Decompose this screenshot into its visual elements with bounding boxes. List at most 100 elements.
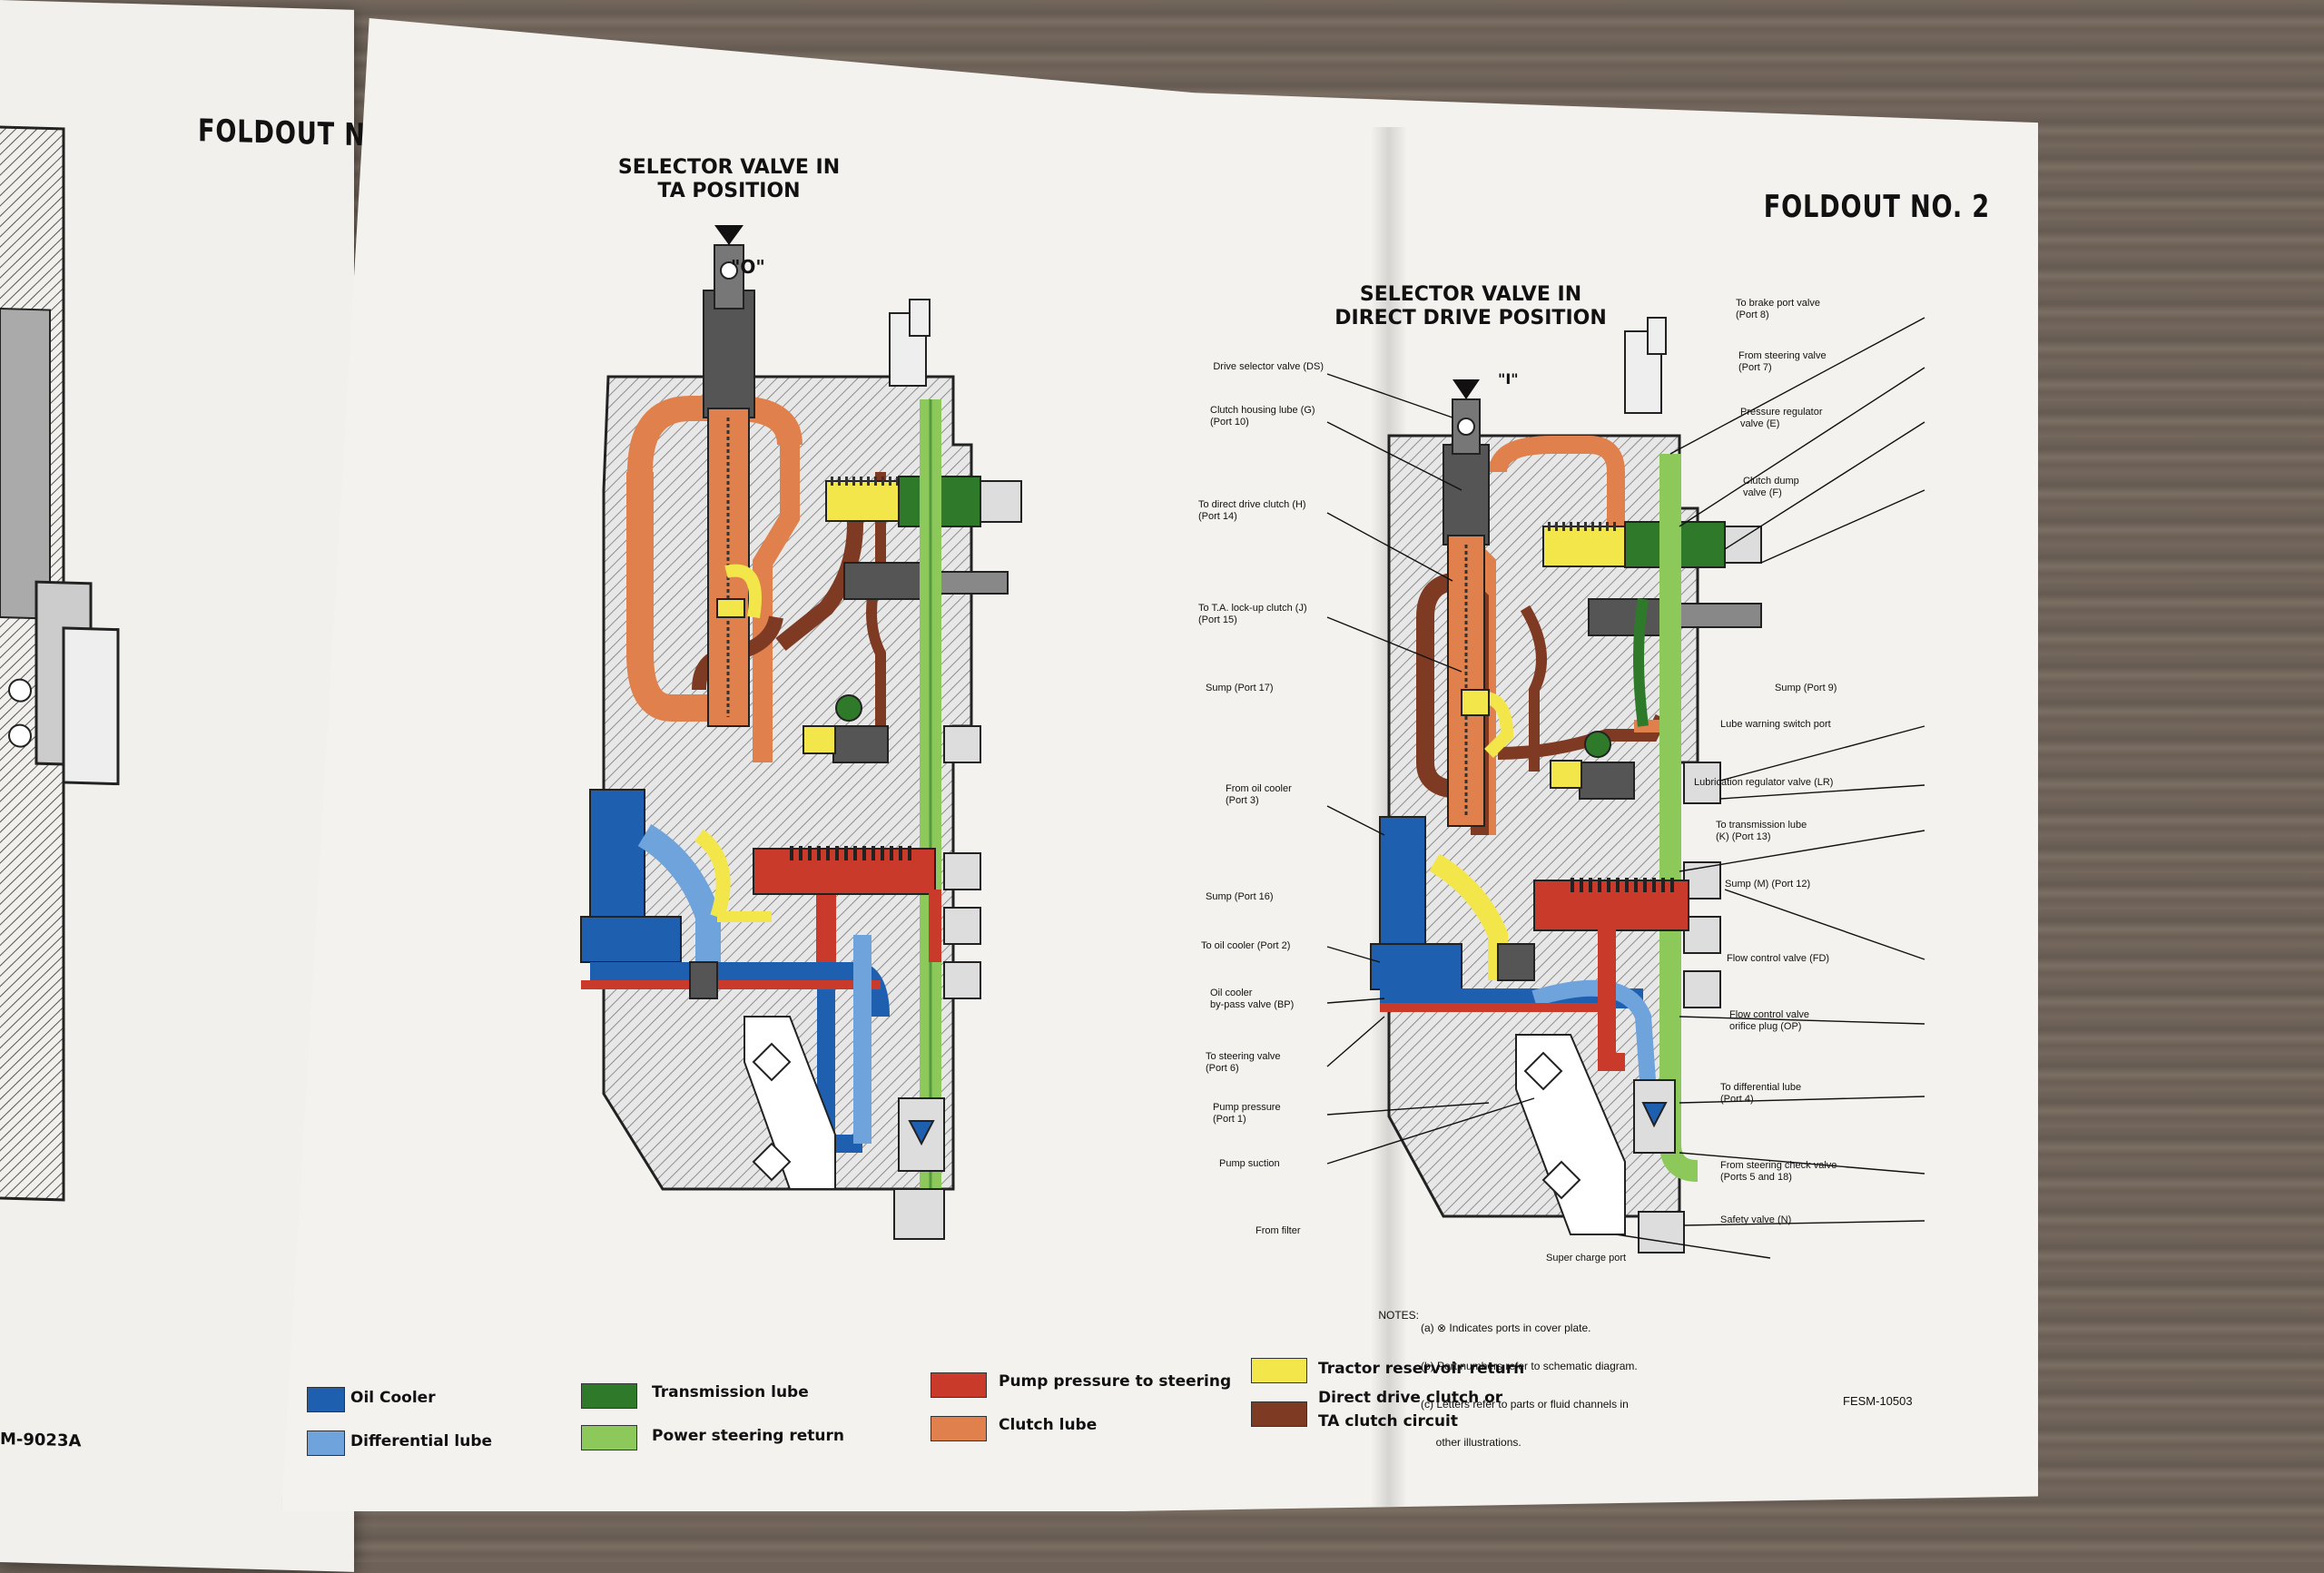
callout-line: Safety valve (N)	[1720, 1214, 1792, 1225]
left-page: FOLDOUT NO. M-9023A	[0, 0, 397, 1572]
callout-line: Pressure regulator	[1740, 407, 1823, 418]
right-diagram-heading: SELECTOR VALVE IN DIRECT DRIVE POSITION	[1289, 283, 1652, 330]
callout-line: To brake port valve	[1736, 298, 1820, 309]
figure-id: FESM-10503	[1843, 1394, 1913, 1408]
callout-line: Oil cooler	[1210, 988, 1253, 998]
callout-line: Clutch dump	[1743, 476, 1799, 487]
callout-line: Pump suction	[1219, 1158, 1280, 1169]
callout-line: From steering valve	[1738, 350, 1827, 361]
callout-line: Sump (Port 17)	[1206, 683, 1274, 693]
callout-sump-m-port-12: Sump (M) (Port 12)	[1725, 879, 1810, 890]
legend-swatch-clutch-lube	[931, 1416, 987, 1441]
callout-line: Sump (Port 9)	[1775, 683, 1837, 693]
callout-line: (Port 14)	[1198, 511, 1237, 522]
callout-clutch-housing-lube: Clutch housing lube (G)(Port 10)	[1106, 405, 1324, 428]
callout-line: Lubrication regulator valve (LR)	[1694, 777, 1834, 788]
callout-line: Sump (Port 16)	[1206, 891, 1274, 902]
callout-lube-warning-switch-port: Lube warning switch port	[1720, 719, 1831, 731]
left-valve-diagram	[580, 225, 1022, 1240]
notes-list: (a) ⊗ Indicates ports in cover plate. (b…	[1421, 1296, 1638, 1474]
callout-from-steering-valve: From steering valve(Port 7)	[1738, 350, 1827, 374]
left-heading-line2: TA POSITION	[657, 180, 801, 202]
notes-block: NOTES: (a) ⊗ Indicates ports in cover pl…	[1366, 1296, 1637, 1449]
note-a: (a) ⊗ Indicates ports in cover plate.	[1421, 1322, 1591, 1334]
callout-sump-port-17: Sump (Port 17)	[1106, 683, 1324, 694]
callout-line: (Port 10)	[1210, 417, 1249, 428]
callout-line: by-pass valve (BP)	[1210, 999, 1295, 1010]
legend-swatch-power-steering-return	[581, 1425, 637, 1450]
callout-line: valve (E)	[1740, 418, 1780, 429]
legend-label-clutch-lube: Clutch lube	[999, 1416, 1098, 1434]
callout-line: orifice plug (OP)	[1729, 1021, 1802, 1032]
callout-line: Pump pressure	[1213, 1102, 1281, 1113]
legend-swatch-transmission-lube	[581, 1383, 637, 1409]
left-diagram-heading: SELECTOR VALVE IN TA POSITION	[606, 156, 852, 203]
legend-label-tractor-reservoir-return: Tractor reservoir return	[1318, 1360, 1525, 1378]
callout-line: (Port 1)	[1213, 1114, 1246, 1125]
callout-line: From steering check valve	[1720, 1160, 1837, 1171]
callout-line: To direct drive clutch (H)	[1198, 499, 1306, 510]
callout-line: Sump (M) (Port 12)	[1725, 879, 1811, 890]
callout-line: Drive selector valve (DS)	[1213, 361, 1324, 372]
legend-label-power-steering-return: Power steering return	[652, 1427, 845, 1445]
callout-to-differential-lube: To differential lube(Port 4)	[1720, 1082, 1801, 1106]
callout-line: (Port 15)	[1198, 614, 1237, 625]
callout-line: To transmission lube	[1716, 820, 1807, 831]
note-c-continued: other illustrations.	[1421, 1436, 1521, 1449]
note-b: (b) Port numbers refer to schematic diag…	[1421, 1360, 1638, 1372]
legend-swatch-direct-drive-clutch	[1251, 1401, 1307, 1427]
callout-to-transmission-lube: To transmission lube(K) (Port 13)	[1716, 820, 1807, 843]
left-position-label: "O"	[731, 256, 765, 278]
callout-line: To differential lube	[1720, 1082, 1802, 1093]
callout-sump-port-16: Sump (Port 16)	[1106, 891, 1324, 903]
callout-line: (Port 3)	[1226, 795, 1259, 806]
callout-to-oil-cooler: To oil cooler (Port 2)	[1106, 940, 1324, 952]
callout-flow-control-valve: Flow control valve (FD)	[1727, 953, 1829, 965]
legend-label-ta-clutch-circuit: TA clutch circuit	[1318, 1412, 1459, 1430]
callout-line: To oil cooler (Port 2)	[1201, 940, 1291, 951]
callout-line: (Port 4)	[1720, 1094, 1754, 1105]
right-heading-line2: DIRECT DRIVE POSITION	[1334, 307, 1607, 329]
legend-swatch-tractor-reservoir-return	[1251, 1358, 1307, 1383]
callout-pump-suction: Pump suction	[1106, 1158, 1324, 1170]
right-valve-diagram	[1370, 317, 1762, 1253]
callout-line: (Port 8)	[1736, 310, 1769, 320]
legend-label-transmission-lube: Transmission lube	[652, 1383, 809, 1401]
legend-label-differential-lube: Differential lube	[350, 1432, 493, 1450]
callout-line: From oil cooler	[1226, 783, 1292, 794]
foldout-page: FOLDOUT NO. 2	[281, 18, 2038, 1511]
legend-swatch-oil-cooler	[307, 1387, 345, 1412]
callout-direct-drive-clutch: To direct drive clutch (H)(Port 14)	[1106, 499, 1324, 523]
right-heading-line1: SELECTOR VALVE IN	[1359, 283, 1582, 306]
callout-from-oil-cooler: From oil cooler(Port 3)	[1106, 783, 1324, 807]
callout-line: Flow control valve (FD)	[1727, 953, 1830, 964]
callout-pump-pressure: Pump pressure(Port 1)	[1106, 1102, 1324, 1126]
callout-from-steering-check-valve: From steering check valve(Ports 5 and 18…	[1720, 1160, 1837, 1184]
left-heading-line1: SELECTOR VALVE IN	[617, 156, 841, 179]
callout-line: (K) (Port 13)	[1716, 831, 1771, 842]
legend-label-direct-drive-clutch: Direct drive clutch or	[1318, 1389, 1503, 1407]
callout-line: Super charge port	[1546, 1253, 1627, 1263]
callout-line: Lube warning switch port	[1720, 719, 1831, 730]
callout-line: To steering valve	[1206, 1051, 1281, 1062]
right-position-label: "I"	[1498, 370, 1519, 388]
legend-swatch-differential-lube	[307, 1430, 345, 1456]
callout-line: (Port 6)	[1206, 1063, 1239, 1074]
legend-label-oil-cooler: Oil Cooler	[350, 1389, 436, 1407]
callout-line: Clutch housing lube (G)	[1210, 405, 1315, 416]
callout-line: To T.A. lock-up clutch (J)	[1198, 603, 1307, 614]
callout-line: (Port 7)	[1738, 362, 1772, 373]
callout-line: From filter	[1256, 1225, 1301, 1236]
left-figure-id: M-9023A	[0, 1430, 82, 1451]
callout-line: valve (F)	[1743, 487, 1782, 498]
callout-safety-valve: Safety valve (N)	[1720, 1214, 1791, 1226]
callout-ta-lockup-clutch: To T.A. lock-up clutch (J)(Port 15)	[1106, 603, 1324, 626]
hydraulic-diagrams	[580, 225, 1925, 1259]
foldout-header: FOLDOUT NO. 2	[1763, 189, 1990, 225]
callout-line: (Ports 5 and 18)	[1720, 1172, 1792, 1183]
left-partial-diagram	[0, 124, 120, 1202]
